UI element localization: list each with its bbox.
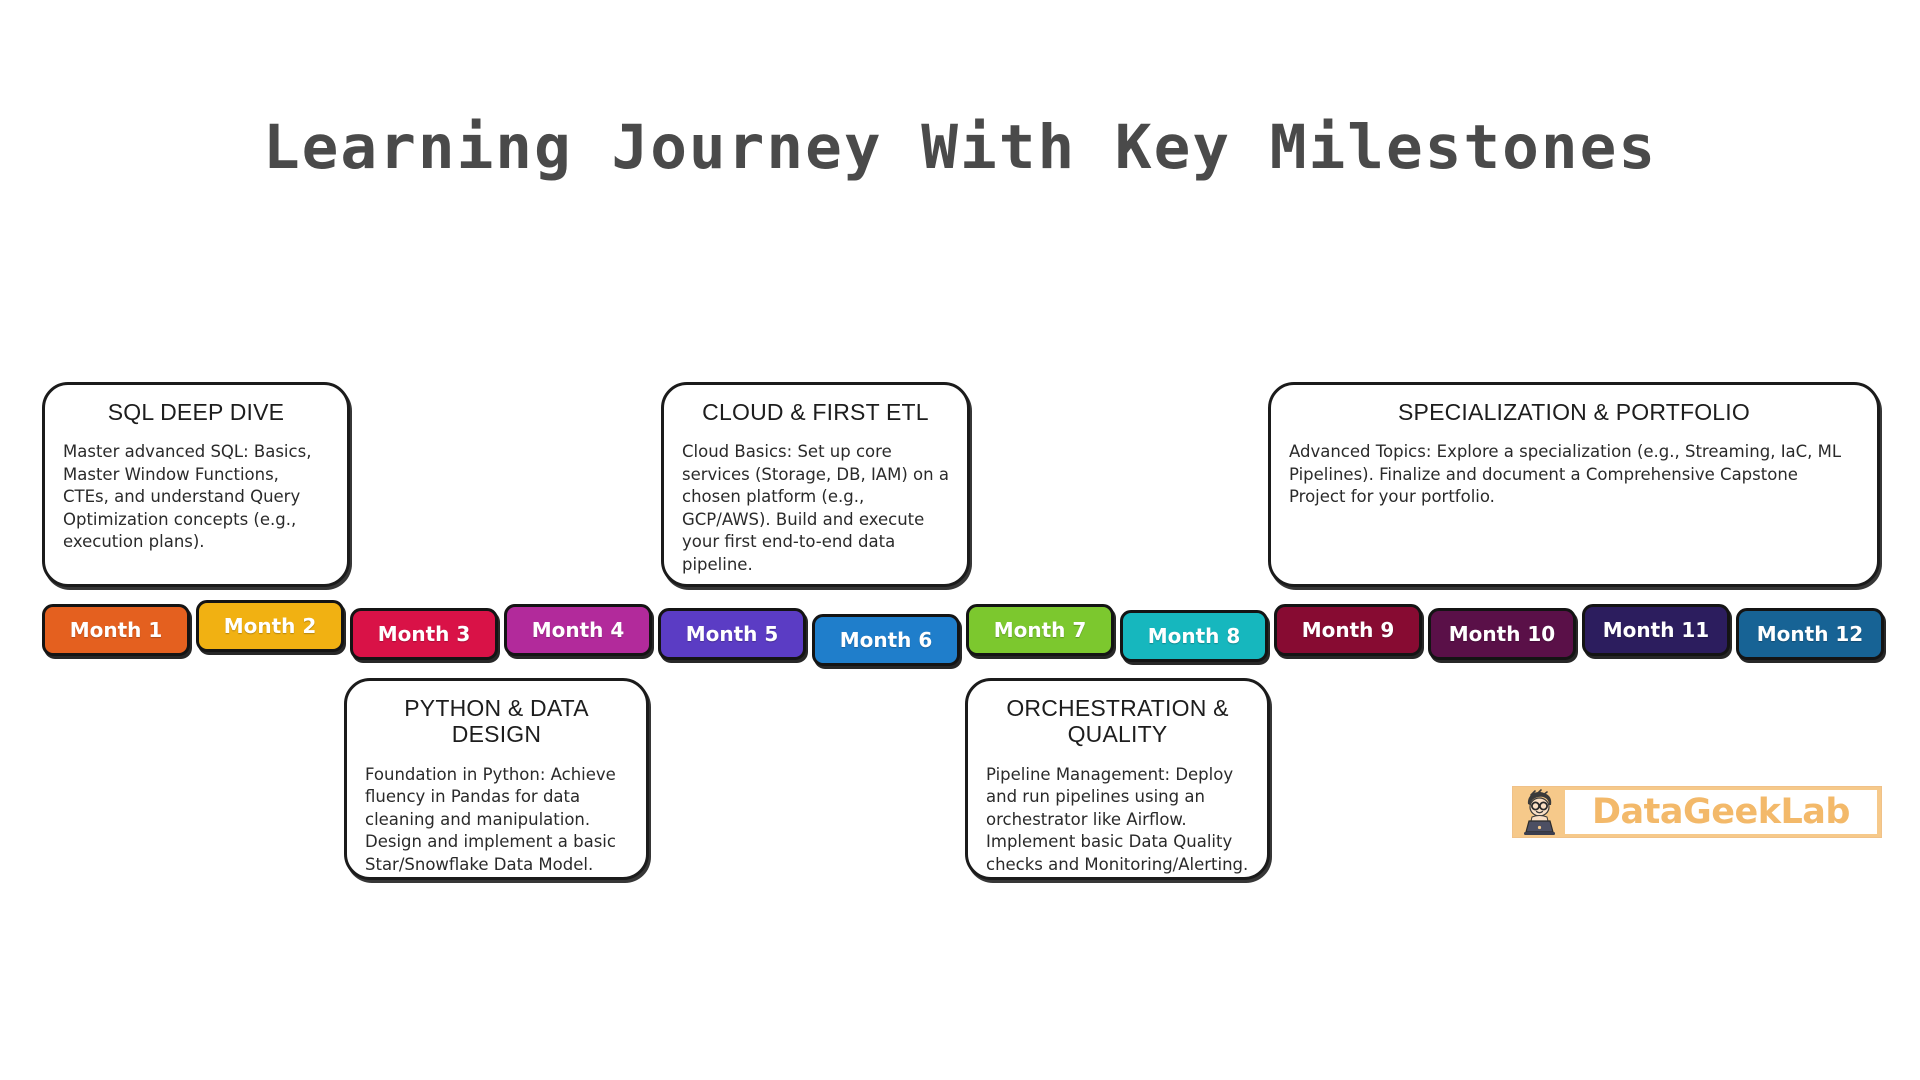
timeline-month-block[interactable]: Month 1 [42,604,190,656]
geek-avatar-icon [1515,787,1563,837]
timeline-month-block[interactable]: Month 2 [196,600,344,652]
milestone-body: Foundation in Python: Achieve fluency in… [365,764,616,874]
month-label: Month 1 [69,618,163,642]
milestone-title: PYTHON & DATA DESIGN [404,695,589,748]
month-label: Month 2 [223,614,317,638]
milestone-body: Pipeline Management: Deploy and run pipe… [986,764,1249,874]
page-title: Learning Journey With Key Milestones [262,112,1658,183]
milestone-card-specialization-portfolio: SPECIALIZATION & PORTFOLIO Advanced Topi… [1268,382,1880,587]
month-label: Month 6 [839,628,933,652]
month-label: Month 10 [1448,622,1556,646]
timeline-month-block[interactable]: Month 9 [1274,604,1422,656]
month-label: Month 3 [377,622,471,646]
timeline-month-block[interactable]: Month 12 [1736,608,1884,660]
milestone-title: CLOUD & FIRST ETL [702,399,929,425]
month-label: Month 12 [1756,622,1864,646]
month-label: Month 11 [1602,618,1710,642]
timeline-month-block[interactable]: Month 8 [1120,610,1268,662]
milestone-card-orchestration-quality: ORCHESTRATION & QUALITY Pipeline Managem… [965,678,1270,880]
logo-text: DataGeekLab [1592,792,1850,832]
month-label: Month 7 [993,618,1087,642]
milestone-card-sql-deep-dive: SQL DEEP DIVE Master advanced SQL: Basic… [42,382,350,587]
timeline-month-block[interactable]: Month 11 [1582,604,1730,656]
milestone-card-python-data-design: PYTHON & DATA DESIGN Foundation in Pytho… [344,678,649,880]
milestone-title: ORCHESTRATION & QUALITY [1006,695,1229,748]
timeline-month-block[interactable]: Month 10 [1428,608,1576,660]
timeline-month-block[interactable]: Month 6 [812,614,960,666]
timeline-month-block[interactable]: Month 4 [504,604,652,656]
logo-wordmark: DataGeekLab [1565,790,1877,834]
month-label: Month 9 [1301,618,1395,642]
timeline-month-block[interactable]: Month 7 [966,604,1114,656]
milestone-title: SQL DEEP DIVE [107,399,285,425]
milestone-body: Cloud Basics: Set up core services (Stor… [682,442,949,574]
month-label: Month 8 [1147,624,1241,648]
brand-logo: DataGeekLab [1512,786,1882,838]
month-label: Month 5 [685,622,779,646]
milestone-body: Master advanced SQL: Basics, Master Wind… [63,442,312,552]
milestone-body: Advanced Topics: Explore a specializatio… [1289,442,1842,507]
timeline-month-block[interactable]: Month 3 [350,608,498,660]
milestone-card-cloud-first-etl: CLOUD & FIRST ETL Cloud Basics: Set up c… [661,382,970,587]
month-label: Month 4 [531,618,625,642]
milestone-title: SPECIALIZATION & PORTFOLIO [1398,399,1750,425]
timeline-month-block[interactable]: Month 5 [658,608,806,660]
